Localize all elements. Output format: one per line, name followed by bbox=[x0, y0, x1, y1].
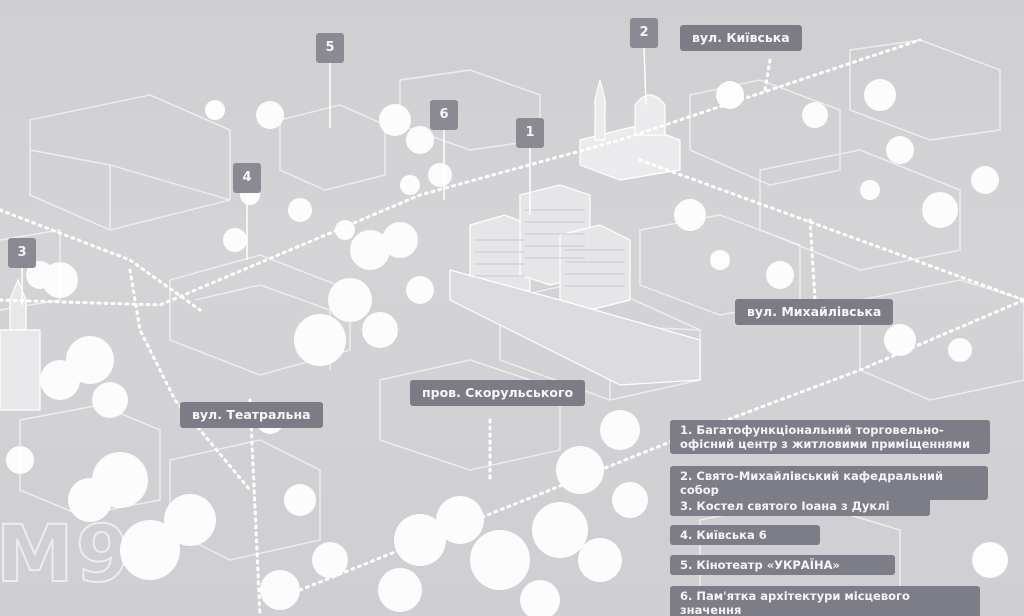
street-label-mykhailivska: вул. Михайлівська bbox=[735, 299, 894, 325]
legend-item-5: 5. Кінотеатр «УКРАЇНА» bbox=[670, 555, 895, 575]
marker-4[interactable]: 4 bbox=[233, 163, 261, 193]
trees bbox=[6, 79, 1008, 616]
marker-6[interactable]: 6 bbox=[430, 100, 458, 130]
street-label-skorulskoho: пров. Скорульського bbox=[410, 380, 586, 406]
marker-1[interactable]: 1 bbox=[516, 118, 544, 148]
legend-item-1: 1. Багатофункціональний торговельно-офіс… bbox=[670, 420, 990, 454]
complex-buildings bbox=[449, 184, 701, 386]
legend-item-6: 6. Пам'ятка архітектури місцевого значен… bbox=[670, 586, 980, 616]
legend-item-3: 3. Костел святого Іоана з Дуклі bbox=[670, 496, 930, 516]
cathedral bbox=[579, 79, 681, 181]
street-lines bbox=[0, 38, 1024, 616]
marker-2[interactable]: 2 bbox=[630, 18, 658, 48]
street-label-teatralna: вул. Театральна bbox=[180, 402, 323, 428]
street-label-kyivska: вул. Київська bbox=[680, 25, 802, 51]
complex-windows bbox=[475, 209, 625, 287]
church bbox=[0, 278, 41, 411]
watermark-logo: M9 bbox=[0, 509, 132, 601]
legend-item-4: 4. Київська 6 bbox=[670, 525, 820, 545]
marker-5[interactable]: 5 bbox=[316, 33, 344, 63]
legend-item-2: 2. Свято-Михайлівський кафедральний собо… bbox=[670, 466, 988, 500]
marker-3[interactable]: 3 bbox=[8, 238, 36, 268]
